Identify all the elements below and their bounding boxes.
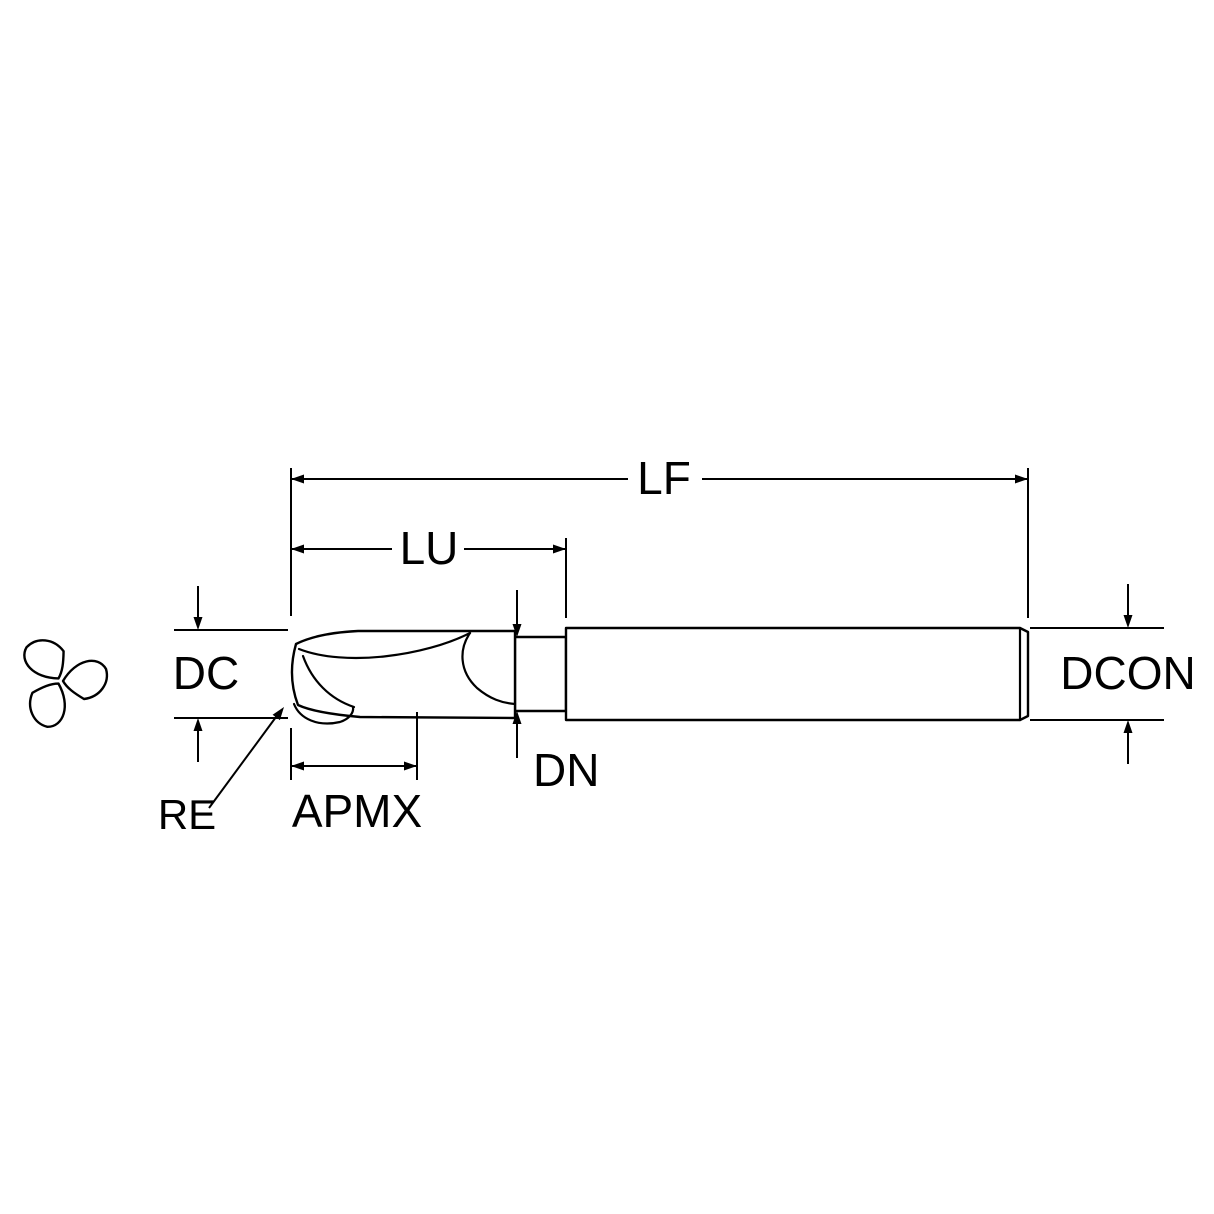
flute-spiral-upper <box>297 631 472 660</box>
end-tooth-claw <box>292 702 355 725</box>
dc-label: DC <box>173 647 239 699</box>
apmx-label: APMX <box>292 785 422 837</box>
apmx-arrow-left <box>291 761 304 771</box>
end-mill-side-view <box>290 626 1030 725</box>
tool-neck <box>513 635 568 713</box>
lu-arrow-left <box>291 544 304 554</box>
dcon-dimension: DCON <box>1030 584 1196 764</box>
re-leader-line <box>208 716 277 809</box>
dc-dimension: DC <box>173 586 288 762</box>
re-label: RE <box>158 791 216 838</box>
re-leader-arrow <box>272 707 284 721</box>
lu-label: LU <box>400 522 459 574</box>
dcon-label: DCON <box>1060 647 1195 699</box>
end-view-flute-2 <box>28 682 66 729</box>
flute-spiral-lower <box>301 654 356 709</box>
dcon-arrow-top <box>1123 615 1133 628</box>
dn-dimension: DN <box>512 590 599 796</box>
apmx-arrow-right <box>404 761 417 771</box>
end-view-flute-1 <box>61 659 109 701</box>
lf-label: LF <box>637 452 691 504</box>
apmx-dimension: APMX <box>290 712 422 837</box>
re-callout: RE <box>158 707 284 838</box>
lu-arrow-right <box>553 544 566 554</box>
lu-dimension: LU <box>291 522 567 618</box>
dn-label: DN <box>533 744 599 796</box>
end-view-flute-3 <box>23 639 65 680</box>
flute-runout <box>461 631 517 706</box>
tool-flute-section <box>290 629 517 720</box>
dcon-arrow-bottom <box>1123 720 1133 733</box>
dn-arrow-bottom <box>512 711 522 724</box>
cutter-end-view-icon <box>23 639 109 729</box>
lf-arrow-right <box>1015 474 1028 484</box>
dc-arrow-top <box>193 617 203 630</box>
lf-dimension: LF <box>290 452 1029 618</box>
tool-shank <box>564 626 1030 722</box>
dc-arrow-bottom <box>193 718 203 731</box>
dn-arrow-top <box>512 624 522 637</box>
lf-arrow-left <box>291 474 304 484</box>
